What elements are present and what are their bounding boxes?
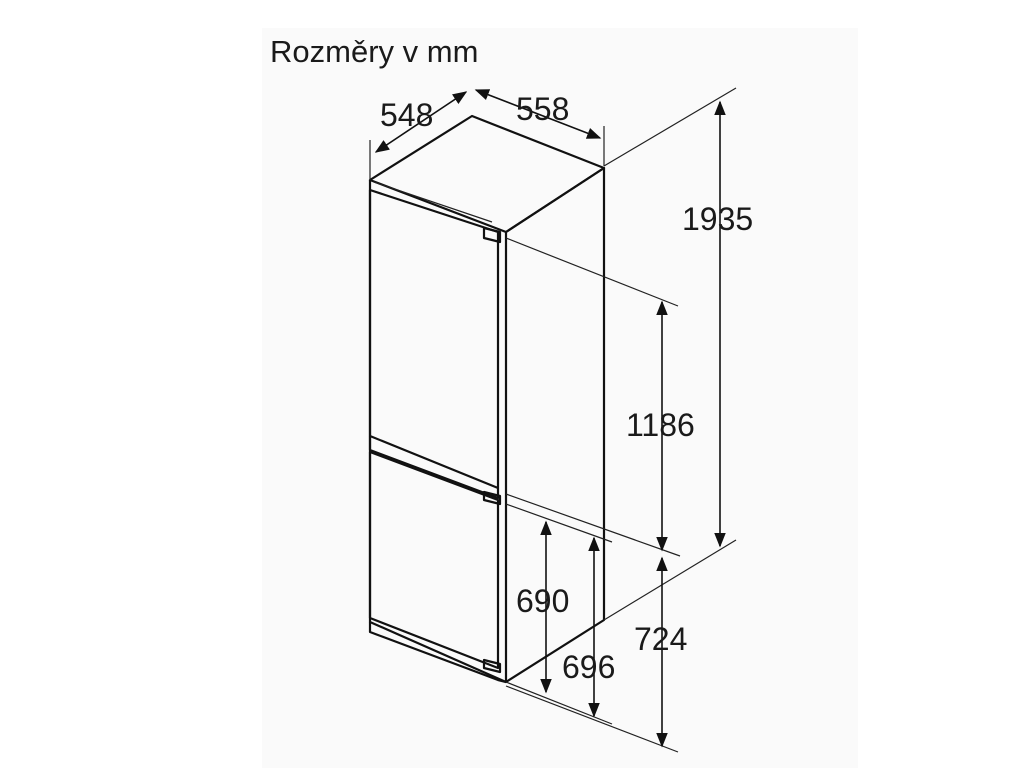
upper-hinge (482, 226, 502, 244)
depth-label: 548 (380, 97, 433, 133)
fridge-side-panel (505, 166, 606, 683)
lower-door-label: 690 (516, 583, 569, 619)
extension-lines (369, 87, 737, 753)
upper-door (368, 188, 500, 490)
dimension-arrows (374, 89, 726, 748)
total-height-label: 1935 (682, 201, 753, 237)
fridge-plinth (368, 622, 507, 684)
middle-hinge (482, 490, 502, 506)
depth-arrow (374, 91, 468, 153)
door-divider (368, 436, 500, 500)
lower-section-label: 724 (634, 621, 687, 657)
bottom-hinge (482, 658, 502, 674)
upper-door-gap-line (373, 181, 493, 223)
dimension-labels: 548 558 1935 1186 724 690 696 (380, 91, 753, 685)
lower-door (368, 450, 500, 670)
fridge-front-outline (368, 180, 508, 684)
upper-section-label: 1186 (626, 407, 695, 443)
width-label: 558 (516, 91, 569, 127)
diagram-title: Rozměry v mm (270, 34, 478, 69)
lower-door-alt-label: 696 (562, 649, 615, 685)
fridge-body (368, 114, 606, 684)
width-arrow (474, 89, 602, 139)
